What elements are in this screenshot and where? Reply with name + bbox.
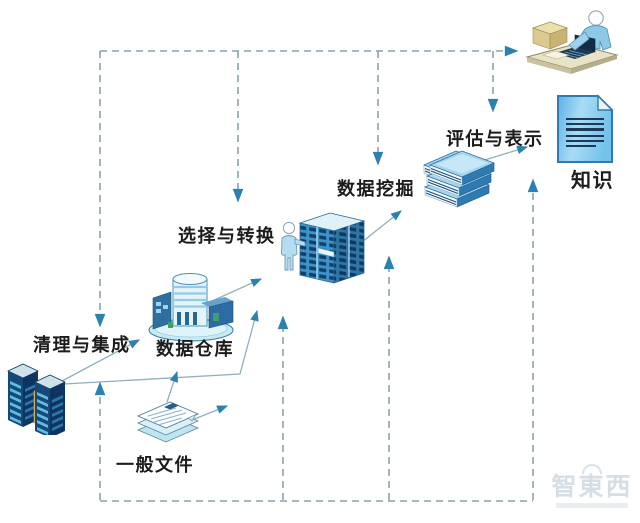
solid-databases-to-platform <box>63 309 259 385</box>
paper-stack-icon <box>136 401 200 443</box>
person-with-server-icon <box>281 212 366 284</box>
watermark-text: 智東西 <box>551 473 633 501</box>
watermark-antenna-icon <box>582 464 602 474</box>
label-data-mining: 数据挖掘 <box>337 179 415 199</box>
solid-files-to-warehouse <box>166 370 178 403</box>
label-knowledge: 知识 <box>571 170 614 192</box>
solid-databases-to-warehouse <box>61 339 141 382</box>
solid-files-branch <box>191 405 229 421</box>
watermark-subtext-bar <box>556 503 628 508</box>
books-stack-icon <box>422 150 495 208</box>
label-cleaning-integration: 清理与集成 <box>33 335 131 355</box>
warehouse-building-icon <box>148 273 234 342</box>
label-flat-files: 一般文件 <box>116 455 194 475</box>
solid-warehouse-to-platform <box>211 278 263 302</box>
label-data-warehouse: 数据仓库 <box>156 339 234 359</box>
database-servers-icon <box>7 363 66 435</box>
person-at-desk-icon <box>525 10 619 74</box>
label-evaluation-presentation: 评估与表示 <box>446 129 544 149</box>
watermark: 智東西 <box>544 464 640 508</box>
label-selection-transformation: 选择与转换 <box>178 226 276 246</box>
document-icon <box>557 94 614 163</box>
